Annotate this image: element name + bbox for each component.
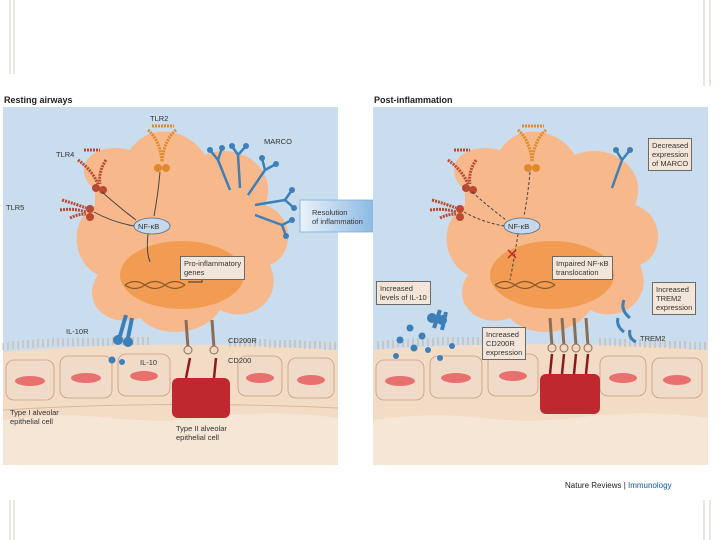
il10-molecules: [393, 324, 455, 361]
right-nfkb-label: NF-κB: [508, 222, 530, 231]
right-dna-helix: [494, 280, 556, 290]
type2-cell-label: Type II alveolar epithelial cell: [176, 424, 227, 442]
tlr4-label: TLR4: [56, 150, 75, 159]
tlr5-label: TLR5: [6, 203, 25, 212]
figure-credit: Nature Reviews | Immunology: [565, 481, 672, 490]
left-epithelium: [2, 337, 339, 465]
right-type2-cell: [540, 353, 600, 414]
right-tlr5-receptor: [429, 198, 464, 221]
decreased-marco-label: Decreased expression of MARCO: [648, 138, 693, 171]
left-tlr4-receptor: [77, 148, 108, 194]
increased-cd200r-label: Increased CD200R expression: [482, 327, 527, 360]
tlr2-label: TLR2: [150, 114, 169, 123]
type1-cell-label: Type I alveolar epithelial cell: [10, 408, 59, 426]
right-cd200r-pairs: [547, 317, 593, 353]
cd200r-label: CD200R: [228, 336, 257, 345]
left-tlr2-receptor: [146, 124, 178, 172]
trem2-receptors: [616, 299, 637, 344]
il10-label: IL-10: [140, 358, 158, 367]
left-type2-cell: [172, 357, 230, 418]
trem2-label: TREM2: [640, 334, 666, 343]
right-tlr2-receptor: [516, 124, 548, 172]
left-cd200r-cd200-pair: [183, 319, 219, 355]
slide-frame: [9, 0, 711, 540]
credit-journal: Nature Reviews: [565, 481, 622, 490]
pro-inflammatory-genes-label: Pro-inflammatory genes: [180, 256, 246, 280]
cd200-label: CD200: [228, 356, 252, 365]
right-il10r-receptor: [427, 309, 448, 331]
left-tlr5-receptor: [59, 198, 94, 221]
marco-label: MARCO: [264, 137, 292, 146]
right-tlr4-receptor: [447, 148, 478, 194]
left-il10r-receptor: [108, 314, 134, 365]
left-panel-title: Resting airways: [4, 95, 73, 105]
credit-separator: |: [621, 481, 628, 490]
left-nfkb-label: NF-κB: [138, 222, 160, 231]
resolution-arrow-label: Resolution of inflammation: [312, 208, 363, 226]
left-panel: [2, 107, 339, 465]
increased-il10-label: Increased levels of IL-10: [376, 281, 431, 305]
right-panel-title: Post-inflammation: [374, 95, 453, 105]
left-signal-arrows: [93, 171, 161, 263]
increased-trem2-label: Increased TREM2 expression: [652, 282, 697, 315]
credit-section: Immunology: [628, 481, 672, 490]
right-signal-arrows: [463, 171, 531, 281]
il10r-label: IL-10R: [66, 327, 89, 336]
impaired-nfkb-label: Impaired NF-κB translocation: [552, 256, 613, 280]
blocked-cross-icon: [507, 249, 517, 259]
